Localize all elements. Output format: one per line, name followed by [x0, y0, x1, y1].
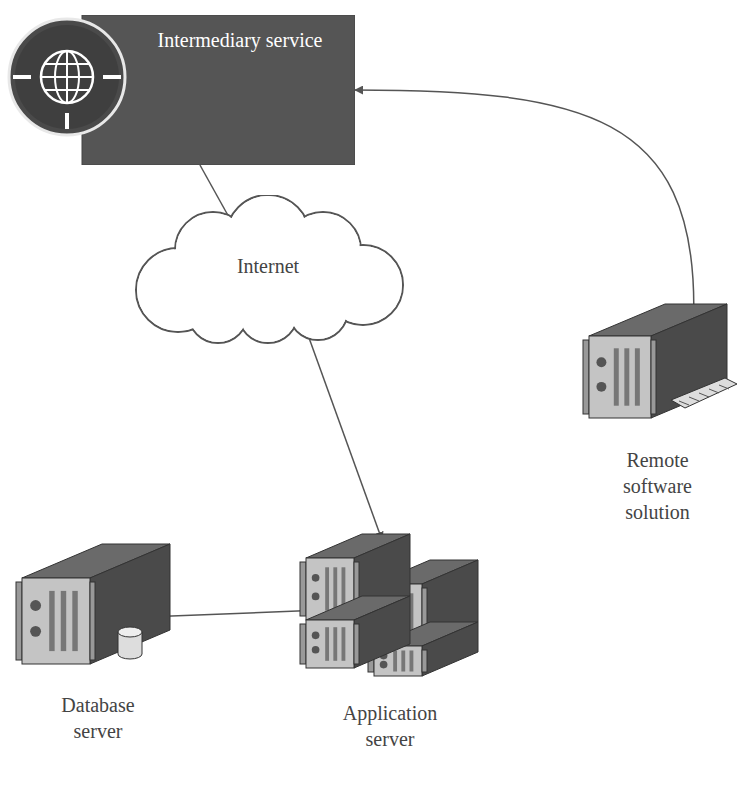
node-label: Internet — [158, 253, 378, 279]
server-icon — [8, 540, 188, 670]
connector-line — [304, 324, 382, 540]
node-label: Database server — [38, 692, 158, 744]
internet-cloud: Internet — [118, 195, 418, 345]
application-server: Application server — [290, 528, 490, 752]
node-label: Intermediary service — [135, 27, 345, 53]
database-server: Database server — [8, 540, 188, 744]
intermediary-box: Intermediary service — [5, 15, 355, 165]
connector-line — [355, 90, 694, 306]
server-icon — [575, 300, 740, 425]
node-label: Remote software solution — [603, 447, 713, 525]
remote-server: Remote software solution — [575, 300, 740, 525]
server-icon — [290, 528, 490, 678]
node-label: Application server — [325, 700, 455, 752]
